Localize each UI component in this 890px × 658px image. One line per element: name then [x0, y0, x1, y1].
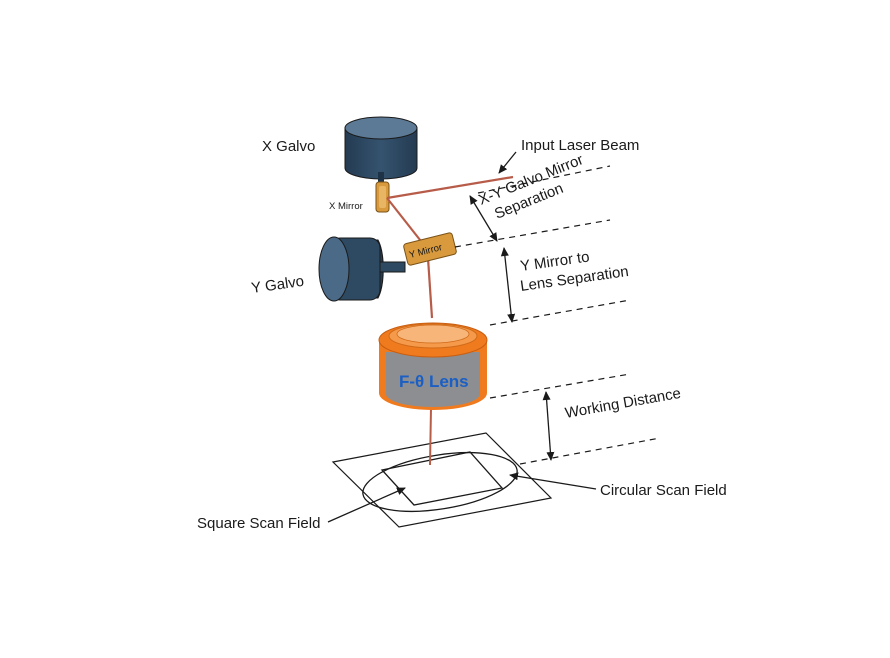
- circular-field-label: Circular Scan Field: [600, 482, 727, 499]
- input-beam-label: Input Laser Beam: [521, 137, 639, 154]
- working-distance-label: Working Distance: [564, 385, 682, 422]
- working-distance-arrow: [542, 391, 555, 461]
- input-beam: [386, 175, 514, 200]
- output-beam: [429, 407, 432, 466]
- lens-label: F-θ Lens: [399, 372, 469, 391]
- square-field-pointer: [327, 487, 406, 523]
- circular-field-pointer: [509, 472, 597, 490]
- work-plate: [331, 432, 553, 528]
- x-mirror-label: X Mirror: [329, 201, 363, 212]
- xy-separation-arrow: [469, 195, 498, 242]
- square-field-label: Square Scan Field: [197, 515, 320, 532]
- x-galvo-motor: [344, 116, 418, 182]
- circular-scan-field-ellipse: [362, 452, 518, 512]
- dimension-lines: [454, 165, 661, 465]
- f-theta-lens: [378, 322, 488, 410]
- y-galvo-motor: [318, 236, 406, 302]
- y-lens-separation-arrow: [500, 247, 516, 323]
- inter-mirror-beam: [386, 197, 425, 246]
- x-galvo-label: X Galvo: [262, 138, 315, 155]
- leader-arrows: [327, 151, 597, 523]
- input-beam-pointer: [498, 151, 517, 174]
- dimension-arrows: [469, 195, 555, 461]
- y-to-lens-beam: [426, 257, 434, 319]
- y-galvo-label: Y Galvo: [250, 273, 305, 297]
- y-mirror: [403, 232, 457, 266]
